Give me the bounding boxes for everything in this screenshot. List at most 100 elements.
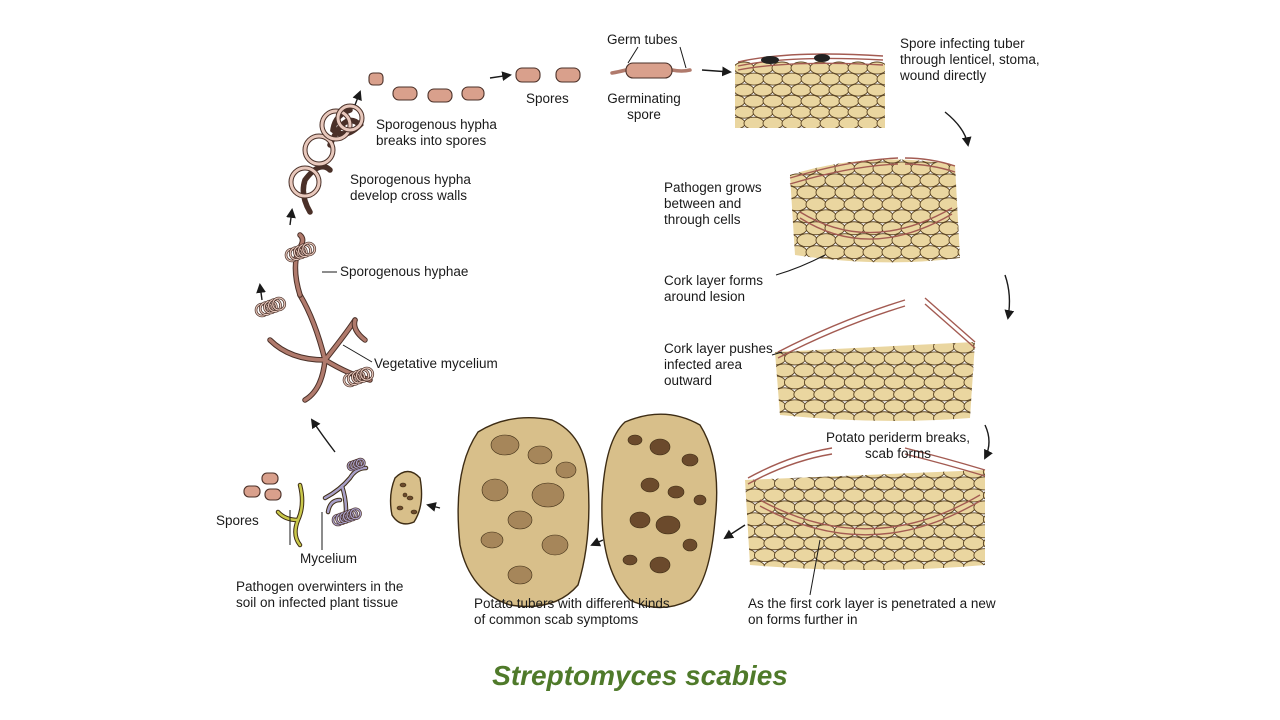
scab-lesion xyxy=(640,477,660,493)
tissue-cell xyxy=(793,363,816,378)
tissue-cell xyxy=(834,573,855,586)
tissue-cell xyxy=(836,127,842,128)
label-spore-infecting-tuber: Spore infecting tuber through lenticel, … xyxy=(900,36,1040,84)
tissue-infection-stage xyxy=(735,53,885,128)
tissue-cell xyxy=(824,197,846,212)
tissue-cell xyxy=(853,342,876,354)
tissue-cell xyxy=(855,127,861,128)
tissue-cell xyxy=(862,245,884,260)
tissue-cell xyxy=(900,197,922,212)
tissue-cell xyxy=(803,470,826,479)
tissue-cell xyxy=(762,116,784,128)
tissue-cell xyxy=(957,245,960,260)
tissue-cell xyxy=(853,233,875,248)
tissue-cell xyxy=(763,512,786,527)
tissue-cell xyxy=(735,72,746,86)
tissue-cell xyxy=(803,375,826,390)
tissue-cell xyxy=(872,233,894,248)
scab-lesion xyxy=(481,478,509,502)
scab-lesion xyxy=(629,511,651,529)
tissue-cell xyxy=(798,127,804,128)
tissue-cell xyxy=(775,387,776,402)
tissue-cell xyxy=(815,233,837,248)
label-cork-pushes-line1: Cork layer pushes xyxy=(664,341,773,356)
scab-lesion xyxy=(507,510,533,530)
tissue-cell xyxy=(963,375,975,390)
tissue-cell xyxy=(938,159,960,164)
tissue-cell xyxy=(933,363,955,378)
tissue-cell xyxy=(853,185,875,200)
scab-lesion xyxy=(527,445,553,465)
label-periderm-breaks: Potato periderm breaks, scab forms xyxy=(808,430,988,462)
tissue-cell xyxy=(809,105,831,119)
tissue-cell xyxy=(833,387,856,402)
tissue-cell xyxy=(853,363,876,378)
label-pathogen-grows-line1: Pathogen grows xyxy=(664,180,762,195)
label-sporogenous-breaks: Sporogenous hypha breaks into spores xyxy=(376,117,497,149)
tissue-cell xyxy=(773,548,796,563)
tissue-cell xyxy=(843,470,866,479)
tissue-cell xyxy=(773,524,796,539)
tissue-cell xyxy=(805,159,827,164)
tissue-cell xyxy=(843,488,866,503)
tissue-cell xyxy=(843,173,865,188)
tissue-cell xyxy=(957,159,960,164)
tissue-cell xyxy=(973,411,975,421)
tissue-cell xyxy=(853,476,876,491)
tissue-cell xyxy=(933,548,956,563)
tissue-cell xyxy=(793,500,816,515)
tissue-cell xyxy=(973,363,975,378)
tissue-cell xyxy=(903,488,925,503)
tissue-cell xyxy=(894,573,915,586)
tissue-cell xyxy=(943,351,966,366)
label-cork-forms-line2: around lesion xyxy=(664,289,746,304)
label-first-cork-line2: on forms further in xyxy=(748,612,858,627)
tissue-cell xyxy=(913,411,936,421)
tissue-cell xyxy=(838,116,860,128)
tissue-cell xyxy=(913,363,936,378)
cycle-arrows xyxy=(256,66,1015,547)
tissue-cell xyxy=(919,173,941,188)
tissue-cell xyxy=(863,488,886,503)
tissue-pathogen-grows xyxy=(789,157,960,263)
tissue-cell xyxy=(943,560,965,570)
potato-tuber-left xyxy=(457,417,590,608)
tissue-cell xyxy=(913,476,936,491)
tissue-cell xyxy=(784,351,806,366)
tissue-cell xyxy=(763,560,786,570)
tissue-cell xyxy=(910,185,932,200)
tissue-cell xyxy=(762,94,784,108)
scab-lesion xyxy=(480,531,504,549)
tissue-cell xyxy=(919,197,941,212)
tissue-cell xyxy=(883,399,906,414)
label-vegetative-mycelium: Vegetative mycelium xyxy=(374,356,498,371)
tissue-cell xyxy=(745,536,746,551)
tissue-cell xyxy=(973,342,975,354)
tissue-cell xyxy=(893,363,916,378)
tissue-cell xyxy=(823,488,846,503)
tissue-cell xyxy=(910,209,932,224)
tissue-cell xyxy=(775,411,796,421)
scab-lesion xyxy=(531,482,565,508)
tissue-cell xyxy=(847,83,869,97)
tissue-cell xyxy=(863,470,886,479)
tissue-cell xyxy=(823,560,846,570)
tissue-cell xyxy=(929,185,951,200)
label-spores-top: Spores xyxy=(526,91,569,106)
tissue-cell xyxy=(754,573,775,586)
tissue-cell xyxy=(903,560,925,570)
label-potato-tubers-line2: of common scab symptoms xyxy=(474,612,639,627)
tissue-cell xyxy=(796,185,818,200)
tissue-cell xyxy=(883,351,906,366)
tissue-cell xyxy=(843,512,866,527)
scab-lesion xyxy=(682,538,698,552)
label-cork-pushes: Cork layer pushes infected area outward xyxy=(664,341,773,389)
tissue-cell xyxy=(813,342,836,354)
tissue-cell xyxy=(953,411,975,421)
tissue-cell xyxy=(735,573,756,586)
tissue-cell xyxy=(881,197,903,212)
tissue-cell xyxy=(883,488,906,503)
tissue-cell xyxy=(843,536,866,551)
tissue-cell xyxy=(873,363,896,378)
tissue-cell xyxy=(948,185,960,200)
